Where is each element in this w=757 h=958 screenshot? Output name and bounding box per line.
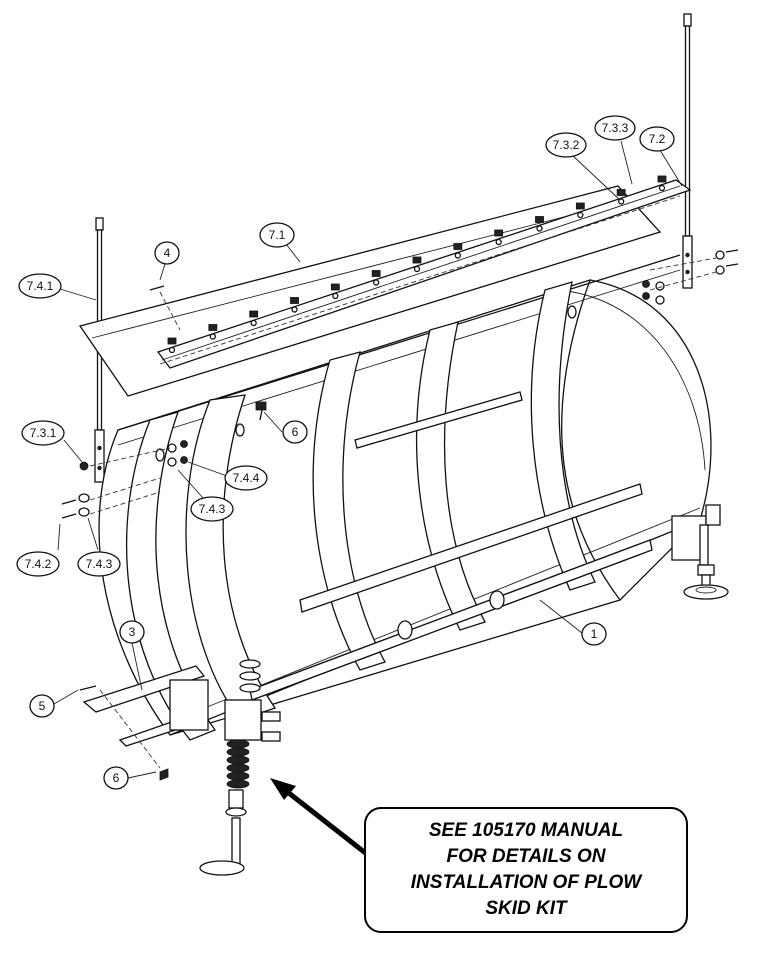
callout-1: 1 [581, 622, 607, 646]
callout-3: 3 [119, 620, 145, 644]
bolt-hole [454, 252, 461, 259]
callout-6-top: 6 [282, 420, 308, 444]
callout-7-3-3: 7.3.3 [594, 115, 636, 141]
callout-7-4-4: 7.4.4 [224, 465, 268, 491]
bolt-hole [536, 225, 543, 232]
bolt-nut [575, 202, 585, 210]
callout-label: 7.4.4 [233, 471, 260, 485]
callout-label: 3 [129, 625, 136, 639]
note-line-2: FOR DETAILS ON [446, 846, 606, 867]
spring-coil [226, 771, 250, 781]
bolt-nut [208, 324, 218, 331]
callout-label: 7.3.2 [553, 138, 580, 152]
bolt-nut [657, 175, 667, 183]
callout-7-3-2: 7.3.2 [545, 132, 587, 158]
bolt-hole [332, 292, 339, 300]
bolt-strip-7-2 [156, 179, 692, 369]
callout-7-3-1: 7.3.1 [21, 420, 65, 446]
callout-label: 7.2 [649, 132, 666, 146]
bolt-row [167, 175, 667, 354]
note-line-3: INSTALLATION OF PLOW [411, 872, 643, 893]
bolt-nut [412, 256, 422, 264]
callout-7-4-2: 7.4.2 [16, 551, 60, 577]
bolt-hole [373, 279, 380, 286]
hardware-left [61, 285, 267, 781]
callout-4: 4 [154, 241, 180, 265]
marker-rod-right [682, 13, 693, 289]
callout-label: 7.4.2 [25, 557, 52, 571]
callout-leaders [53, 140, 683, 779]
callout-6-bottom: 6 [103, 766, 129, 790]
callout-label: 7.1 [269, 228, 286, 242]
bolt-nut [330, 283, 340, 291]
bolt-hole [618, 198, 625, 205]
bolt-nut [249, 310, 259, 318]
bolt-hole [291, 306, 298, 313]
bolt-nut [290, 297, 299, 304]
bolt-nut [616, 189, 626, 196]
right-shoe [671, 504, 729, 600]
cross-braces [249, 391, 653, 701]
bolt-hole [250, 319, 257, 327]
bolt-hole [209, 333, 216, 340]
skid-kit [199, 659, 281, 876]
callout-7-4-3-a: 7.4.3 [190, 496, 234, 522]
note-line-1: SEE 105170 MANUAL [429, 820, 623, 841]
bolt-nut [453, 243, 463, 250]
bolt-nut [494, 229, 504, 237]
bolt-nut [167, 337, 177, 345]
bolt-hole [495, 238, 502, 246]
note-line-4: SKID KIT [485, 898, 568, 919]
callout-7-2: 7.2 [639, 126, 675, 152]
spring-coil [226, 779, 250, 789]
callout-label: 4 [164, 246, 171, 260]
spring-coil [226, 763, 250, 773]
bolt-hole [413, 265, 421, 273]
callout-label: 1 [591, 627, 598, 641]
callout-label: 7.3.3 [602, 121, 629, 135]
note-box: SEE 105170 MANUAL FOR DETAILS ON INSTALL… [364, 807, 688, 933]
callout-label: 5 [39, 699, 46, 713]
callout-7-1: 7.1 [259, 222, 295, 248]
callout-5: 5 [29, 694, 55, 718]
rib-holes [155, 305, 577, 640]
bolt-hole [658, 184, 666, 192]
callout-label: 7.3.1 [30, 426, 57, 440]
spring-coil [226, 747, 250, 757]
callout-label: 7.4.3 [199, 502, 226, 516]
callout-label: 7.4.3 [86, 557, 113, 571]
bolt-hole [577, 211, 584, 219]
callout-7-4-3-b: 7.4.3 [77, 551, 121, 577]
spring-coil [226, 755, 250, 765]
bolt-nut [535, 216, 544, 223]
bolt-nut [371, 270, 381, 277]
bolt-hole [168, 346, 176, 354]
spring-coil [226, 739, 250, 749]
assembly-lines [89, 257, 717, 769]
callout-label: 7.4.1 [27, 279, 54, 293]
callout-label: 6 [113, 771, 120, 785]
callout-label: 6 [292, 425, 299, 439]
left-skid-3 [82, 665, 209, 747]
note-arrow [270, 778, 370, 857]
callout-7-4-1: 7.4.1 [18, 273, 62, 299]
